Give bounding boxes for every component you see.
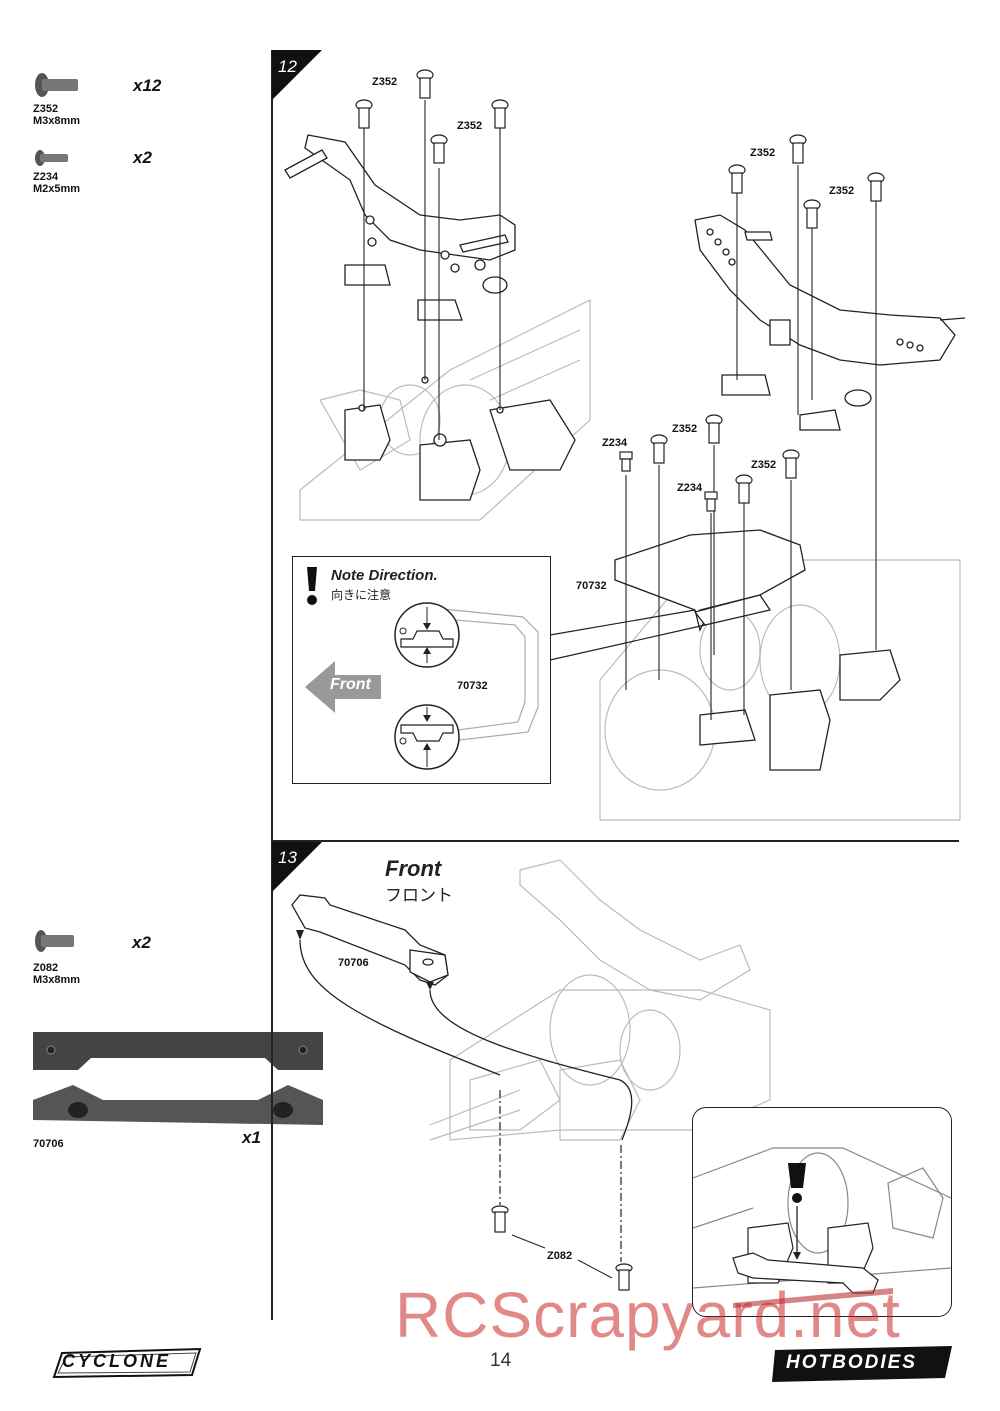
screw-icon [35, 930, 74, 952]
step-badge [272, 842, 322, 892]
screw-label: Z352 [457, 120, 483, 132]
plate-outline [305, 602, 539, 770]
part-size: M3x8mm [33, 974, 81, 986]
part-code: 70706 [33, 1138, 64, 1150]
part-code: Z234 [33, 171, 59, 183]
exclamation-icon [307, 567, 317, 605]
screw-label: Z352 [751, 459, 777, 471]
hotbodies-logo-text: HOTBODIES [786, 1352, 917, 1373]
screw-label: Z352 [672, 423, 698, 435]
hotbodies-logo [772, 1346, 952, 1382]
part-label: 70706 [338, 957, 369, 969]
part-code: Z082 [33, 962, 59, 974]
screw-icon [35, 150, 68, 166]
part-label: 70732 [576, 580, 607, 592]
note-title: Note Direction. [331, 567, 438, 584]
screw-label: Z352 [372, 76, 398, 88]
cyclone-logo-text: CYCLONE [62, 1351, 172, 1371]
part-qty: x12 [133, 76, 162, 95]
cyclone-logo [52, 1347, 202, 1379]
note-jp: 向きに注意 [331, 588, 392, 602]
front-label-jp: フロント [385, 886, 453, 905]
screw-icon [35, 73, 78, 97]
step-badge [272, 50, 322, 100]
part-size: M2x5mm [33, 183, 81, 195]
step-number: 13 [278, 848, 297, 867]
front-label: Front [385, 856, 442, 881]
screw-label: Z234 [602, 437, 628, 449]
column-divider [271, 50, 273, 1320]
part-qty: x2 [132, 933, 151, 952]
watermark: RCScrapyard.net [395, 1279, 901, 1351]
part-qty: x1 [242, 1128, 261, 1147]
screw-label: Z352 [829, 185, 855, 197]
step-divider [271, 840, 959, 842]
step-number: 12 [278, 57, 297, 76]
front-arrow-label: Front [330, 676, 371, 693]
detail-drawing [693, 1147, 951, 1308]
screw-label: Z082 [547, 1250, 573, 1262]
step12-assembly-drawing [284, 69, 966, 821]
bulkhead-part-photo [33, 1032, 323, 1125]
part-code: Z352 [33, 103, 59, 115]
detail-inset [692, 1107, 952, 1317]
part-qty: x2 [133, 148, 152, 167]
screw-label: Z234 [677, 482, 703, 494]
inset-part-label: 70732 [457, 680, 488, 692]
part-size: M3x8mm [33, 115, 81, 127]
note-direction-inset: Note Direction. 向きに注意 Front 70732 [292, 556, 551, 784]
page-number: 14 [490, 1350, 512, 1371]
screw-label: Z352 [750, 147, 776, 159]
